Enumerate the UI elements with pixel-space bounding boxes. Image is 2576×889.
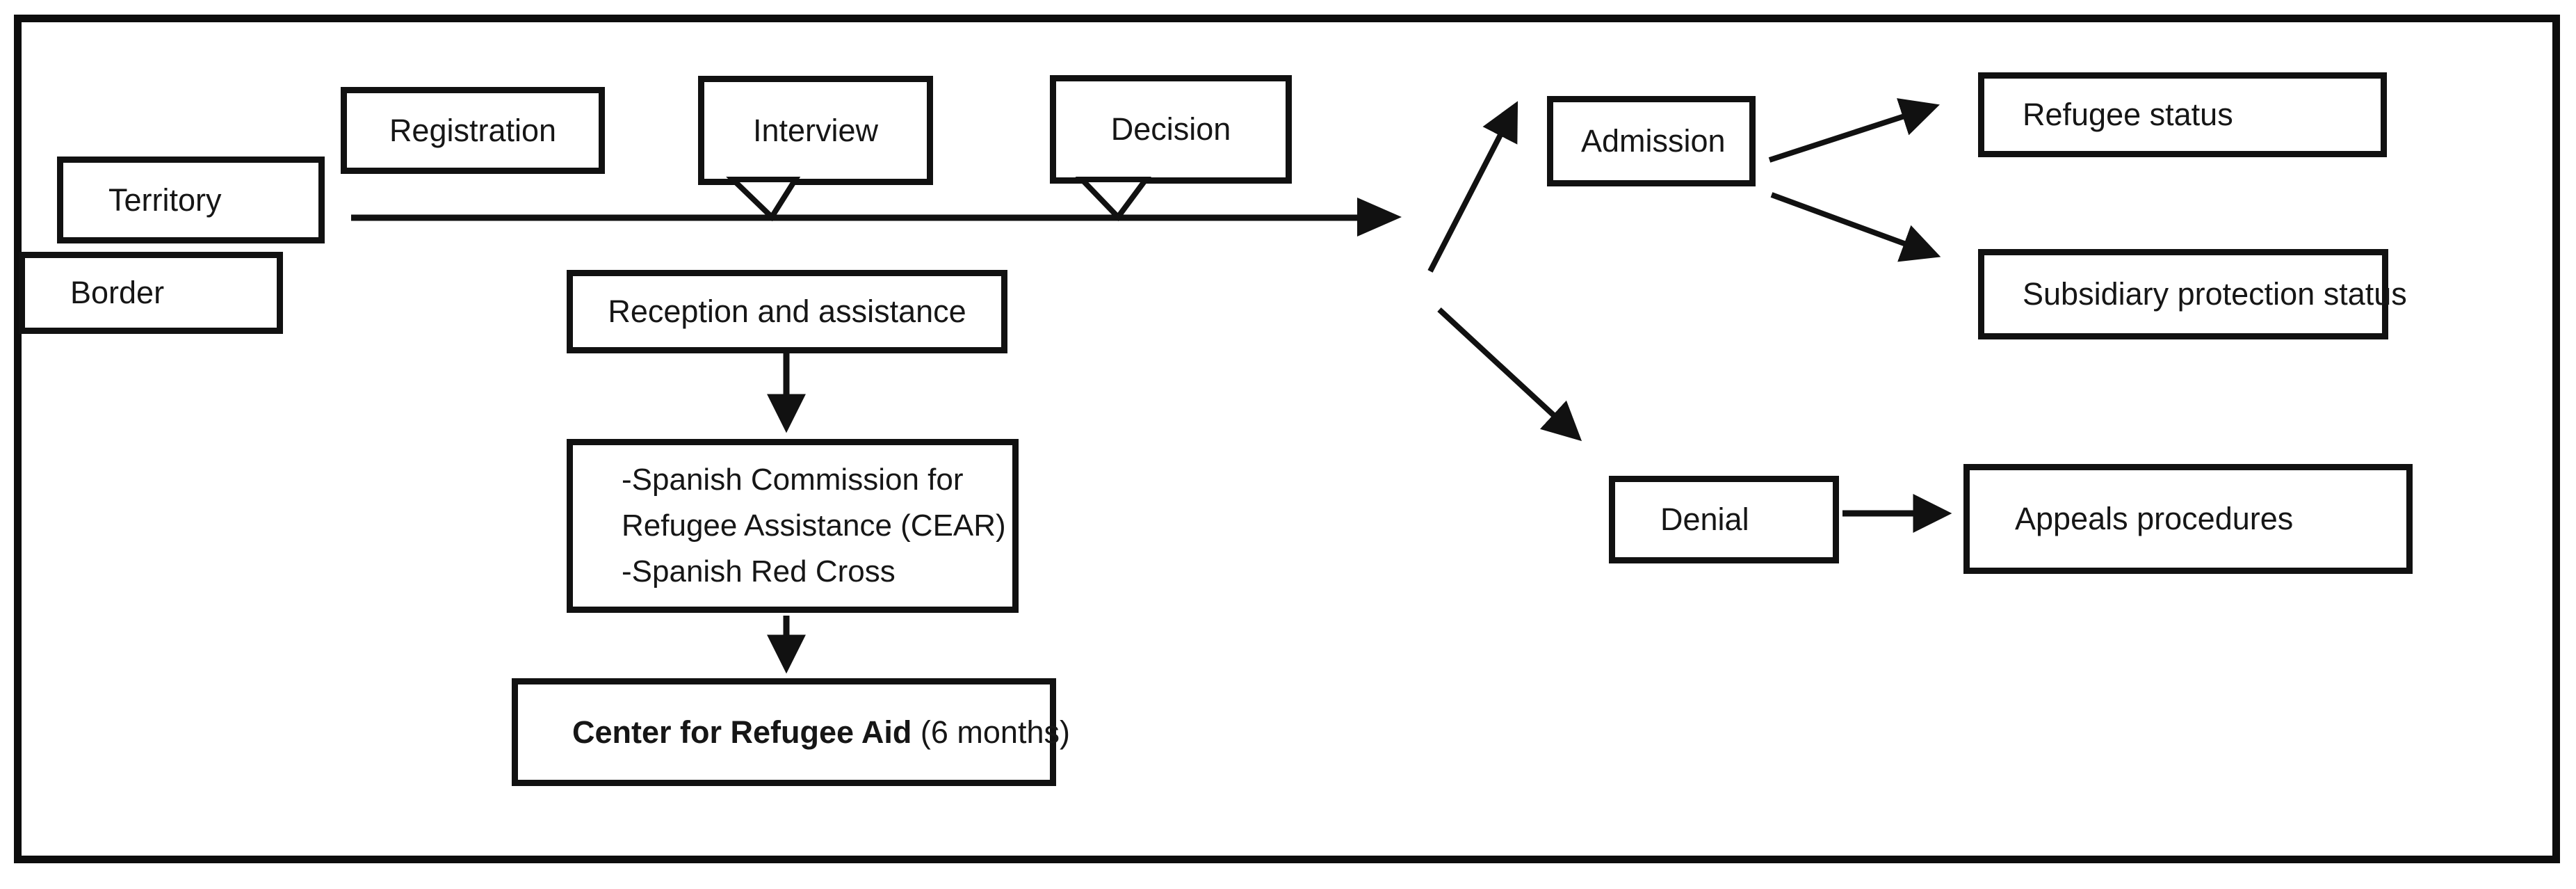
node-decision-label: Decision — [1110, 111, 1231, 147]
node-territory-label: Territory — [108, 182, 222, 218]
node-decision-callout: Decision — [1050, 75, 1292, 184]
node-admission: Admission — [1547, 96, 1756, 186]
node-reception-assistance-label: Reception and assistance — [608, 294, 966, 330]
node-territory: Territory — [57, 157, 325, 243]
support-orgs-line-2: Refugee Assistance (CEAR) — [622, 508, 1006, 543]
support-orgs-line-1: -Spanish Commission for — [622, 463, 964, 497]
node-support-organizations: -Spanish Commission for Refugee Assistan… — [567, 439, 1019, 613]
node-interview-label: Interview — [752, 112, 879, 148]
node-interview-callout: Interview — [698, 76, 933, 185]
node-appeals-procedures: Appeals procedures — [1963, 464, 2413, 574]
node-subsidiary-protection-label: Subsidiary protection status — [2023, 276, 2407, 312]
node-denial: Denial — [1609, 476, 1839, 563]
node-registration: Registration — [341, 87, 605, 174]
node-refugee-status-label: Refugee status — [2023, 97, 2233, 133]
node-appeals-procedures-label: Appeals procedures — [2015, 501, 2294, 537]
node-border-label: Border — [70, 275, 165, 311]
node-subsidiary-protection: Subsidiary protection status — [1978, 249, 2407, 339]
node-border: Border — [19, 252, 283, 334]
refugee-center-duration-text: (6 months) — [912, 714, 1070, 750]
support-orgs-line-3: -Spanish Red Cross — [622, 554, 896, 588]
node-admission-label: Admission — [1581, 123, 1726, 159]
outer-frame — [14, 15, 2560, 863]
node-registration-label: Registration — [389, 112, 557, 148]
refugee-center-bold-text: Center for Refugee Aid — [572, 714, 912, 750]
node-denial-label: Denial — [1660, 502, 1749, 538]
node-reception-assistance: Reception and assistance — [567, 270, 1007, 353]
node-refugee-center-label: Center for Refugee Aid (6 months) — [572, 714, 1070, 751]
node-refugee-status: Refugee status — [1978, 72, 2387, 157]
node-refugee-center: Center for Refugee Aid (6 months) — [512, 678, 1070, 786]
